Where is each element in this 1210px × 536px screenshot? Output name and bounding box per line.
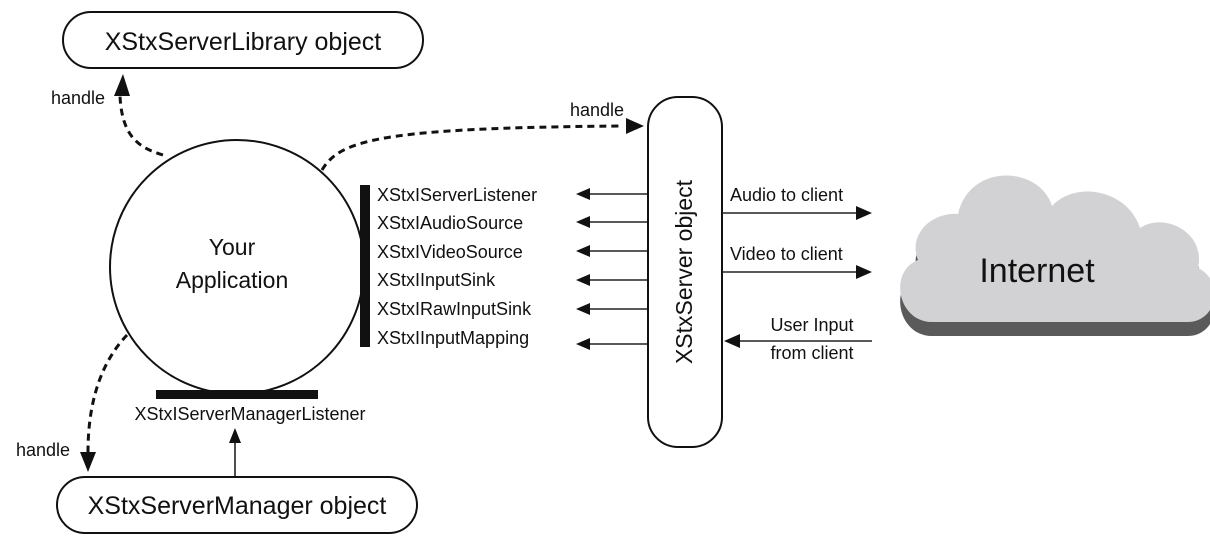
internet-label: Internet xyxy=(979,252,1095,290)
arrow-head xyxy=(80,452,96,472)
interface-bar xyxy=(360,185,370,347)
arrow-head xyxy=(229,428,241,443)
library-handle-line xyxy=(118,95,164,157)
library-handle-label: handle xyxy=(51,88,105,108)
internet-cloud-icon xyxy=(900,175,1210,336)
application-label-line2: Application xyxy=(176,267,289,293)
input-flow-label-line2: from client xyxy=(770,343,853,363)
interface-label: XStxIVideoSource xyxy=(377,242,523,262)
server-object-label: XStxServer object xyxy=(671,179,697,364)
arrow-head xyxy=(856,206,872,220)
arrow-head xyxy=(724,334,740,348)
server-handle-line xyxy=(320,124,621,171)
manager-object-box xyxy=(56,476,418,534)
manager-listener-bar xyxy=(156,390,318,399)
arrow-head xyxy=(576,338,590,350)
manager-listener-label: XStxIServerManagerListener xyxy=(134,404,365,424)
library-object-label: XStxServerLibrary object xyxy=(105,28,382,56)
arrow-head xyxy=(576,274,590,286)
arrow-head xyxy=(576,188,590,200)
server-handle-label: handle xyxy=(570,100,624,120)
interface-label: XStxIInputMapping xyxy=(377,328,529,348)
interface-label: XStxIAudioSource xyxy=(377,213,523,233)
library-object-box xyxy=(62,11,424,69)
arrow-head xyxy=(626,118,644,134)
manager-handle-line xyxy=(86,333,129,453)
video-flow-label: Video to client xyxy=(730,244,843,264)
arrow-head xyxy=(114,74,130,96)
manager-object-label: XStxServerManager object xyxy=(88,492,387,520)
manager-handle-label: handle xyxy=(16,440,70,460)
arrow-head xyxy=(576,303,590,315)
interface-label: XStxIServerListener xyxy=(377,185,537,205)
input-flow-label-line1: User Input xyxy=(770,315,853,335)
arrow-head xyxy=(856,265,872,279)
arrow-head xyxy=(576,216,590,228)
interface-label: XStxIInputSink xyxy=(377,270,496,290)
application-label-line1: Your xyxy=(209,234,256,260)
audio-flow-label: Audio to client xyxy=(730,185,843,205)
interface-label: XStxIRawInputSink xyxy=(377,299,532,319)
arrow-head xyxy=(576,245,590,257)
interface-list: XStxIServerListener XStxIAudioSource XSt… xyxy=(377,185,537,348)
interface-arrows xyxy=(576,188,650,350)
